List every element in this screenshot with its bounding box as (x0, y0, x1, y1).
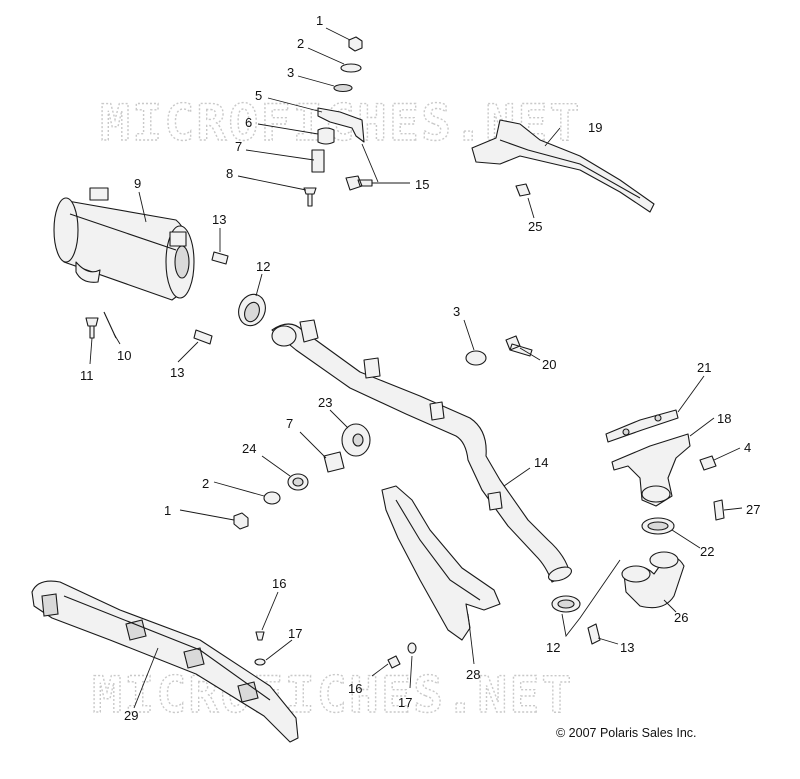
spring-27 (713, 499, 725, 521)
callout-13-spring-upper: 13 (212, 212, 226, 227)
callout-16-bolt-upper: 16 (272, 576, 286, 591)
exhaust-manifold-18 (611, 433, 691, 507)
hardware-stack-top (303, 36, 373, 207)
grommet-23 (341, 423, 371, 457)
callout-14-head-pipe: 14 (534, 455, 548, 470)
washer-3 (465, 350, 487, 366)
callout-8-bolt: 8 (226, 166, 233, 181)
spring-10 (103, 311, 117, 339)
gasket-12-right (551, 595, 581, 613)
bolt-25 (515, 183, 531, 197)
watermark-bottom: MICROFICHES.NET (92, 666, 574, 724)
bolt-16-lower (387, 655, 401, 669)
washer-17-upper (254, 658, 266, 666)
heat-shield-28 (381, 485, 501, 641)
spring-13-upper (211, 251, 229, 265)
callout-labels: 1 2 3 5 6 7 8 15 9 13 12 10 11 13 19 25 … (80, 13, 760, 723)
callout-20-bolt: 20 (542, 357, 556, 372)
spacer-7 (323, 451, 345, 473)
callout-12-gasket-left: 12 (256, 259, 270, 274)
callout-18-manifold: 18 (717, 411, 731, 426)
elbow-pipe-26 (621, 551, 685, 609)
washer-2 (263, 491, 281, 505)
nut-1 (233, 512, 249, 530)
bolt-16-upper (255, 631, 265, 641)
callout-25-bolt: 25 (528, 219, 542, 234)
callout-2-washer: 2 (297, 36, 304, 51)
callout-27-spring: 27 (746, 502, 760, 517)
gasket-22 (641, 517, 675, 535)
callout-6-grommet: 6 (245, 115, 252, 130)
callout-16-bolt-lower: 16 (348, 681, 362, 696)
callout-11-bolt: 11 (80, 368, 94, 383)
callout-29-heat-shield: 29 (124, 708, 138, 723)
callout-23-grommet: 23 (318, 395, 332, 410)
callout-24-washer: 24 (242, 441, 256, 456)
spring-13-right (587, 623, 601, 645)
callout-3-washer-mid: 3 (453, 304, 460, 319)
callout-21-gasket: 21 (697, 360, 711, 375)
callout-7-spacer: 7 (235, 139, 242, 154)
callout-9-muffler: 9 (134, 176, 141, 191)
gasket-21 (605, 409, 679, 443)
callout-17-washer-upper: 17 (288, 626, 302, 641)
callout-12-gasket-right: 12 (546, 640, 560, 655)
callout-13-spring-right: 13 (620, 640, 634, 655)
callout-15-bolt: 15 (415, 177, 429, 192)
callout-3-washer: 3 (287, 65, 294, 80)
washer-17-lower (407, 642, 417, 654)
callout-22-gasket: 22 (700, 544, 714, 559)
bolt-11 (85, 317, 99, 339)
callout-1-nut: 1 (316, 13, 323, 28)
callout-26-elbow: 26 (674, 610, 688, 625)
heat-shield-19 (471, 119, 655, 213)
head-pipe-14 (271, 319, 573, 583)
leader-lines-top (237, 27, 410, 191)
callout-10-spring: 10 (117, 348, 131, 363)
callout-1-nut-mid: 1 (164, 503, 171, 518)
heat-shield-29 (31, 580, 299, 743)
callout-19-heat-shield: 19 (588, 120, 602, 135)
callout-2-washer-mid: 2 (202, 476, 209, 491)
callout-7-spacer-mid: 7 (286, 416, 293, 431)
bolt-4 (699, 455, 717, 471)
muffler (53, 187, 195, 301)
callout-17-washer-lower: 17 (398, 695, 412, 710)
callout-13-spring-lower: 13 (170, 365, 184, 380)
callout-28-heat-shield: 28 (466, 667, 480, 682)
copyright-notice: © 2007 Polaris Sales Inc. (556, 726, 697, 740)
washer-24 (287, 473, 309, 491)
gasket-12-left (238, 293, 266, 327)
callout-4-bolt: 4 (744, 440, 751, 455)
spring-13-lower (193, 329, 213, 345)
callout-5-bracket: 5 (255, 88, 262, 103)
